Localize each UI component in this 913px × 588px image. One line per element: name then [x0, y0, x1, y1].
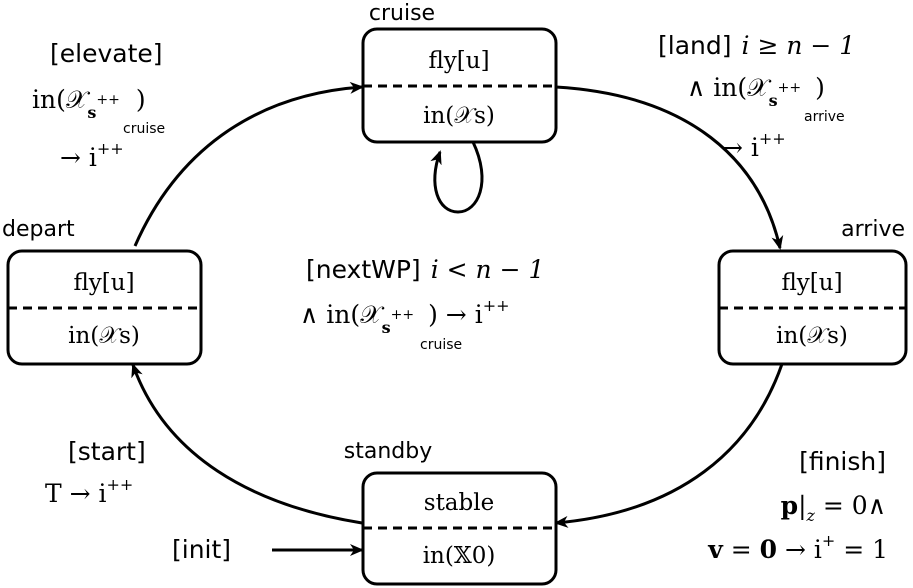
- land-effect-sup: ++: [759, 129, 786, 148]
- state-standby: standby stable in(𝕏0): [344, 439, 558, 586]
- state-cruise: cruise fly[u] in(𝒳s): [361, 1, 558, 144]
- elevate-guard-close: ): [136, 85, 146, 114]
- state-arrive-condition: in(𝒳s): [776, 323, 848, 349]
- state-arrive-action: fly[u]: [781, 270, 842, 296]
- elevate-guard-sub-sub: cruise: [123, 121, 165, 137]
- elevate-transition-arrow: [133, 81, 364, 247]
- label-land: [land]i ≥ n − 1 ∧ in(𝒳s++) arrive → i++: [658, 31, 855, 162]
- finish-line2: v = 0 → i+ = 1: [707, 531, 888, 564]
- nextwp-guard2-sub-sub: cruise: [420, 337, 462, 353]
- finish-line2-v: v: [707, 535, 724, 564]
- state-depart-action: fly[u]: [73, 270, 134, 296]
- nextwp-line1: [nextWP] i < n − 1: [306, 255, 544, 284]
- start-event: [start]: [68, 437, 146, 466]
- state-depart: depart fly[u] in(𝒳s): [2, 217, 203, 366]
- finish-event: [finish]: [799, 447, 886, 476]
- state-arrive: arrive fly[u] in(𝒳s): [717, 217, 908, 366]
- state-standby-name: standby: [344, 439, 432, 464]
- start-effect-sup: ++: [107, 475, 134, 494]
- land-guard: i ≥ n − 1: [742, 31, 856, 60]
- finish-guard-eq: = 0∧: [815, 491, 886, 520]
- state-depart-name: depart: [2, 217, 75, 242]
- finish-line2-zero: 0: [760, 535, 777, 564]
- init-event: [init]: [172, 535, 231, 564]
- finish-transition-arrow: [554, 363, 784, 528]
- elevate-guard: in(𝒳: [32, 85, 91, 114]
- label-nextwp: [nextWP]i < n − 1 ∧ in(𝒳s++) → i++ cruis…: [300, 255, 544, 353]
- land-guard2-sub: s: [769, 91, 778, 110]
- nextwp-guard: i < n − 1: [431, 255, 545, 284]
- finish-line2-eq: =: [723, 535, 760, 564]
- finish-line2-end: = 1: [835, 535, 888, 564]
- nextwp-guard2-sub-sup: ++: [391, 307, 414, 323]
- land-transition-arrow: [555, 85, 784, 250]
- land-guard2-sub-sup: ++: [778, 80, 801, 96]
- nextwp-guard2-line: ∧ in(𝒳s++) → i++: [300, 296, 510, 337]
- finish-guard-line: p|z = 0∧: [781, 491, 886, 525]
- land-line1: [land] i ≥ n − 1: [658, 31, 855, 60]
- elevate-guard-line: in(𝒳s++): [32, 85, 146, 122]
- nextwp-event: [nextWP]: [306, 255, 421, 284]
- finish-guard-z: z: [806, 506, 816, 525]
- land-effect-line: → i++: [722, 129, 786, 162]
- start-guard-line: T → i++: [45, 475, 133, 508]
- land-effect: → i: [722, 133, 759, 162]
- elevate-guard-sub-sup: ++: [96, 92, 119, 108]
- nextwp-guard2: ∧ in(𝒳: [300, 300, 385, 329]
- label-finish: [finish] p|z = 0∧ v = 0 → i+ = 1: [707, 447, 888, 564]
- start-transition-arrow: [131, 363, 363, 525]
- state-standby-action: stable: [424, 490, 494, 516]
- elevate-event: [elevate]: [50, 39, 163, 68]
- state-standby-condition: in(𝕏0): [423, 543, 496, 569]
- state-cruise-action: fly[u]: [428, 48, 489, 74]
- nextwp-guard2-sub: s: [382, 318, 391, 337]
- elevate-effect-line: → i++: [60, 139, 124, 172]
- state-cruise-condition: in(𝒳s): [423, 103, 495, 129]
- state-cruise-name: cruise: [369, 1, 435, 26]
- land-guard2-line: ∧ in(𝒳s++): [687, 73, 825, 110]
- state-depart-condition: in(𝒳s): [68, 323, 140, 349]
- elevate-effect-sup: ++: [97, 139, 124, 158]
- nextwp-self-loop-arrow: [430, 141, 484, 214]
- label-elevate: [elevate] in(𝒳s++) cruise → i++: [32, 39, 165, 172]
- land-guard2-close: ): [815, 73, 825, 102]
- finish-line2-sup: +: [822, 531, 835, 550]
- state-arrive-name: arrive: [841, 217, 905, 242]
- finish-line2-rest: → i: [777, 535, 822, 564]
- finish-guard-p: p: [781, 491, 798, 520]
- elevate-guard-sub: s: [87, 103, 96, 122]
- land-event: [land]: [658, 31, 732, 60]
- start-guard: T → i: [45, 479, 107, 508]
- label-start: [start] T → i++: [45, 437, 146, 508]
- nextwp-guard2-close: ) → i: [428, 300, 483, 329]
- finish-guard-rest: |: [798, 491, 806, 521]
- elevate-effect: → i: [60, 143, 97, 172]
- land-guard2: ∧ in(𝒳: [687, 73, 772, 102]
- land-guard2-sub-sub: arrive: [804, 109, 845, 125]
- nextwp-effect-sup: ++: [483, 296, 510, 315]
